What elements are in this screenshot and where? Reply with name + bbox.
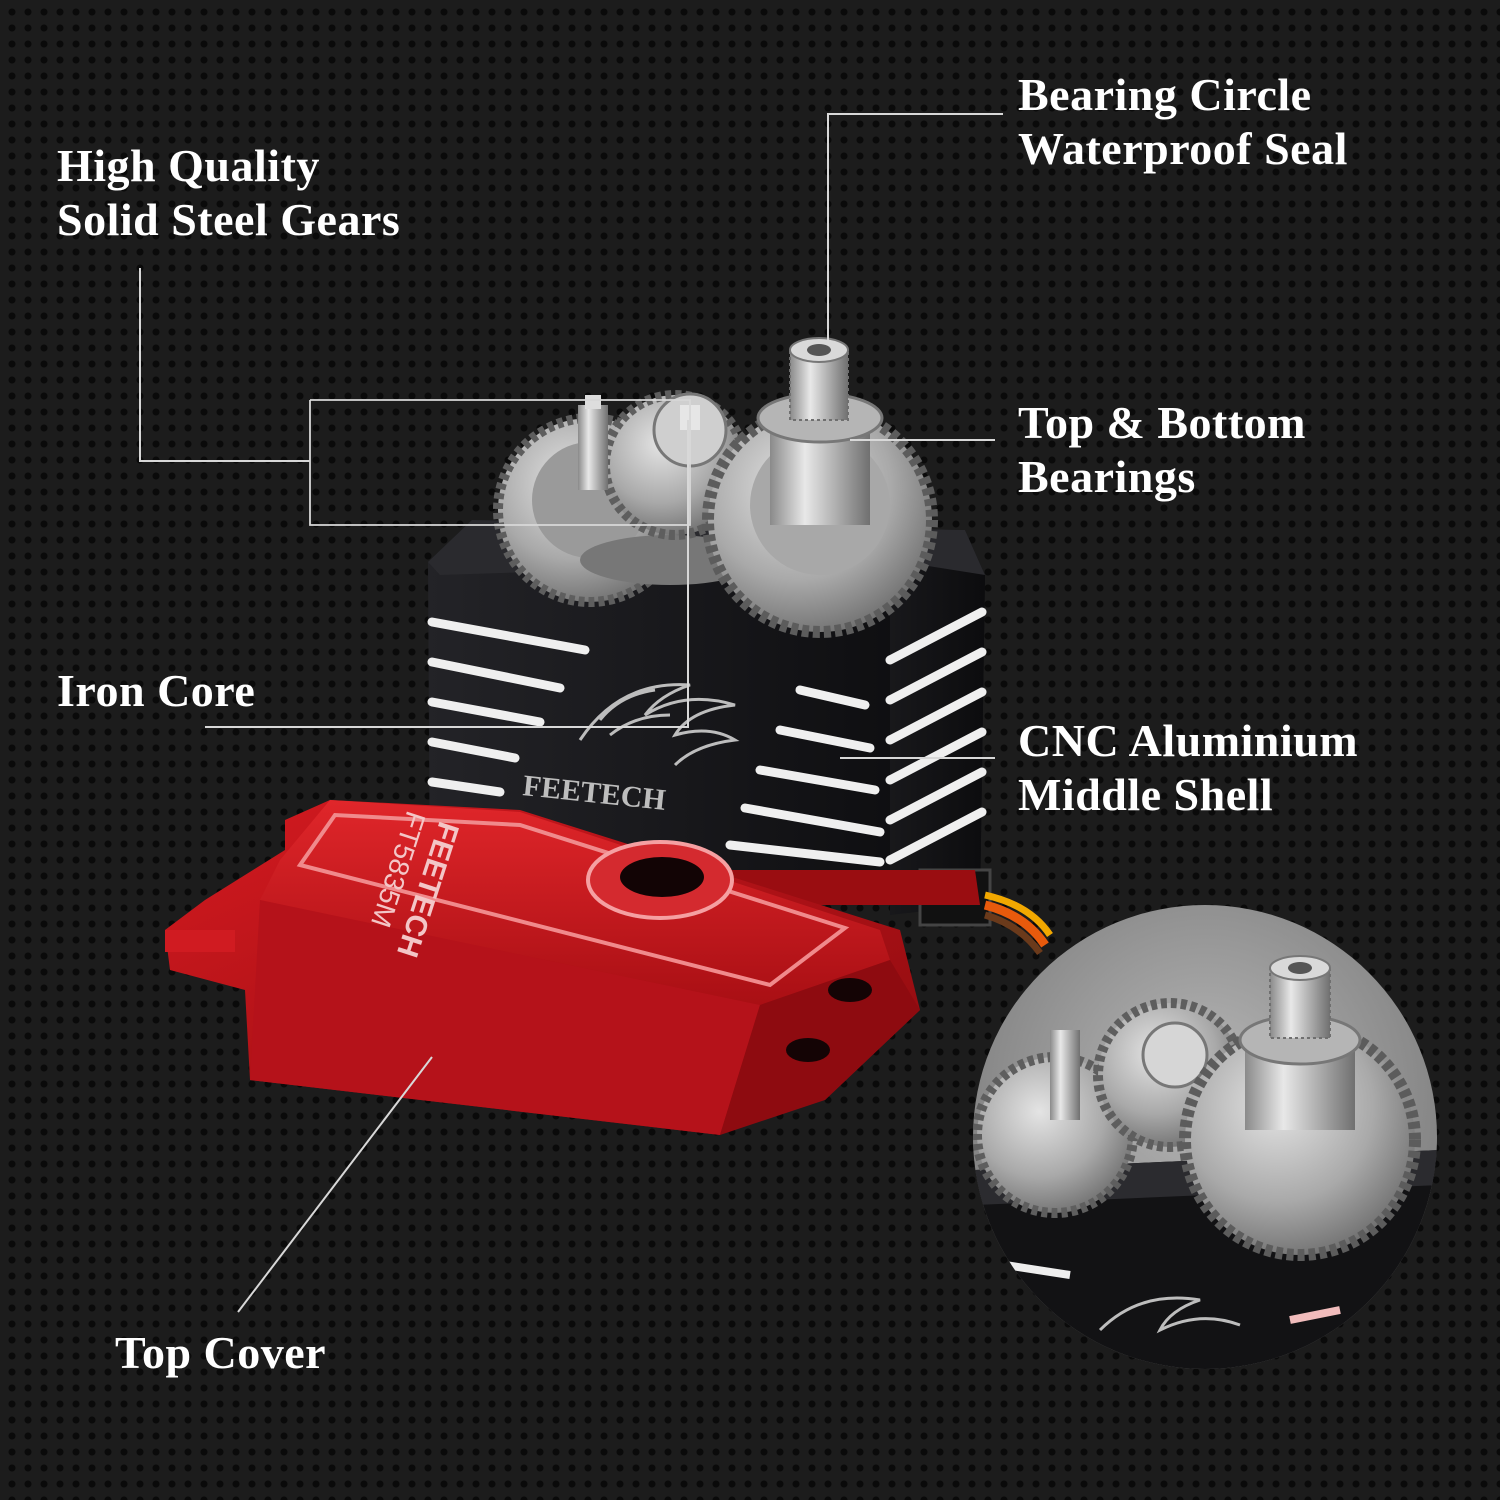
brand-logo [578, 683, 740, 767]
label-cnc-middle-shell: CNC Aluminium Middle Shell [1018, 714, 1358, 822]
label-iron-core: Iron Core [57, 664, 255, 718]
label-line: Top Cover [115, 1327, 327, 1378]
label-line: Bearing Circle [1018, 69, 1312, 120]
top-cover: FEETECH FT5835M [165, 800, 980, 1135]
label-bearing-waterproof-seal: Bearing Circle Waterproof Seal [1018, 68, 1348, 176]
label-line: Top & Bottom [1018, 397, 1306, 448]
label-line: Iron Core [57, 665, 256, 716]
label-line: CNC Aluminium [1018, 715, 1359, 766]
label-line: Waterproof Seal [1018, 123, 1348, 174]
label-line: Solid Steel Gears [57, 194, 401, 245]
label-line: Bearings [1018, 451, 1196, 502]
leader-lines [139, 113, 1003, 1313]
label-line: Middle Shell [1018, 769, 1274, 820]
gear-closeup-inset [973, 905, 1437, 1369]
label-top-cover: Top Cover [115, 1326, 326, 1380]
label-line: High Quality [57, 140, 320, 191]
label-top-bottom-bearings: Top & Bottom Bearings [1018, 396, 1306, 504]
shell-fins [427, 607, 987, 867]
gear-train [493, 337, 938, 638]
label-solid-steel-gears: High Quality Solid Steel Gears [57, 139, 400, 247]
